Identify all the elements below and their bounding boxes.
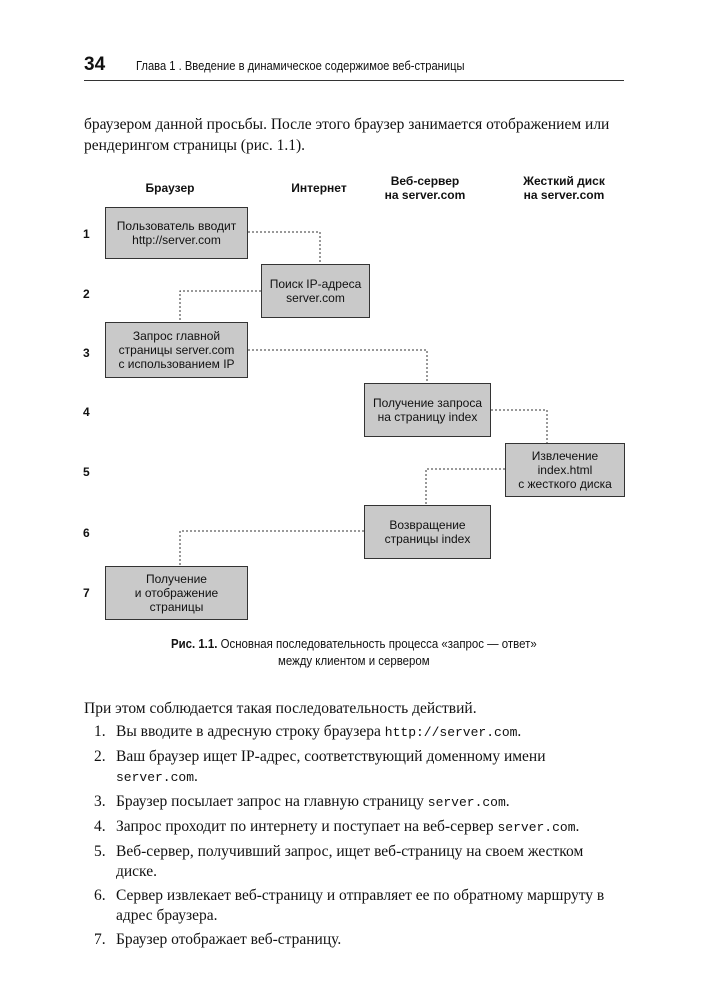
caption-label: Рис. 1.1. (171, 636, 218, 651)
step-text: Сервер извлекает веб-страницу и отправля… (116, 887, 605, 924)
step-code: server.com (116, 770, 195, 785)
page-header: 34 Глава 1 . Введение в динамическое сод… (84, 54, 624, 81)
caption-line-2: между клиентом и сервером (278, 653, 430, 668)
running-title: Глава 1 . Введение в динамическое содерж… (136, 58, 465, 73)
step-number: 3. (94, 793, 106, 810)
step-code: http://server.com (384, 725, 518, 740)
row-number-3: 3 (83, 346, 90, 360)
steps-intro: При этом соблюдается такая последователь… (84, 700, 477, 717)
step-text: Вы вводите в адресную строку браузера (116, 723, 385, 740)
step-punct: . (517, 723, 522, 740)
list-item: 5. Веб-сервер, получивший запрос, ищет ве… (84, 842, 624, 882)
intro-paragraph: браузером данной просьбы. После этого бр… (84, 116, 610, 154)
connector-5-6 (425, 468, 505, 505)
step-text: Веб-сервер, получивший запрос, ищет веб-… (116, 843, 584, 880)
step-text: Запрос проходит по интернету и поступает… (116, 818, 498, 835)
step-box-5: Извлечение index.html с жесткого диска (505, 443, 625, 497)
connector-lines (179, 231, 548, 566)
step-number: 2. (94, 748, 106, 765)
list-item: 4. Запрос проходит по интернету и поступа… (84, 817, 624, 838)
step-box-6: Возвращение страницы index (364, 505, 491, 559)
step-code: server.com (427, 795, 506, 810)
row-number-6: 6 (83, 526, 90, 540)
connector-4-5 (491, 409, 548, 443)
connector-1-2 (248, 231, 321, 264)
step-number: 6. (94, 887, 106, 904)
step-number: 4. (94, 818, 106, 835)
row-number-4: 4 (83, 405, 90, 419)
step-number: 7. (94, 931, 106, 948)
step-punct: . (505, 793, 510, 810)
connector-3-4 (248, 349, 428, 383)
step-box-1: Пользователь вводит http://server.com (105, 207, 248, 259)
figure-caption: Рис. 1.1. Основная последовательность пр… (84, 635, 624, 669)
row-number-2: 2 (83, 287, 90, 301)
step-text: Браузер посылает запрос на главную стран… (116, 793, 428, 810)
connector-6-7 (179, 530, 364, 566)
column-header-browser: Браузер (145, 181, 195, 195)
step-text: Браузер отображает веб-страницу. (116, 931, 342, 948)
step-box-7: Получение и отображение страницы (105, 566, 248, 620)
row-number-1: 1 (83, 227, 90, 241)
step-number: 1. (94, 723, 106, 740)
column-header-hard-disk: Жесткий диск на server.com (523, 174, 605, 202)
step-box-4: Получение запроса на страницу index (364, 383, 491, 437)
step-punct: . (194, 768, 198, 785)
step-box-3: Запрос главной страницы server.com с исп… (105, 322, 248, 378)
step-code: server.com (497, 820, 576, 835)
caption-line-1: Основная последовательность процесса «за… (220, 636, 537, 651)
list-item: 7. Браузер отображает веб-страницу. (84, 930, 624, 950)
page-number: 34 (84, 54, 106, 75)
step-number: 5. (94, 843, 106, 860)
list-item: 2. Ваш браузер ищет IP-адрес, соответству… (84, 747, 624, 788)
row-number-5: 5 (83, 465, 90, 479)
step-text: Ваш браузер ищет IP-адрес, соответствующ… (116, 748, 546, 765)
row-number-7: 7 (83, 586, 90, 600)
connector-2-3 (179, 290, 261, 322)
step-punct: . (575, 818, 580, 835)
list-item: 1.Вы вводите в адресную строку браузера … (84, 722, 624, 743)
step-box-2: Поиск IP-адреса server.com (261, 264, 370, 318)
list-item: 6. Сервер извлекает веб-страницу и отправ… (84, 886, 624, 926)
list-item: 3. Браузер посылает запрос на главную стр… (84, 792, 624, 813)
steps-list: 1.Вы вводите в адресную строку браузера … (84, 722, 624, 954)
column-header-internet: Интернет (291, 181, 347, 195)
column-header-web-server: Веб-сервер на server.com (384, 174, 466, 202)
